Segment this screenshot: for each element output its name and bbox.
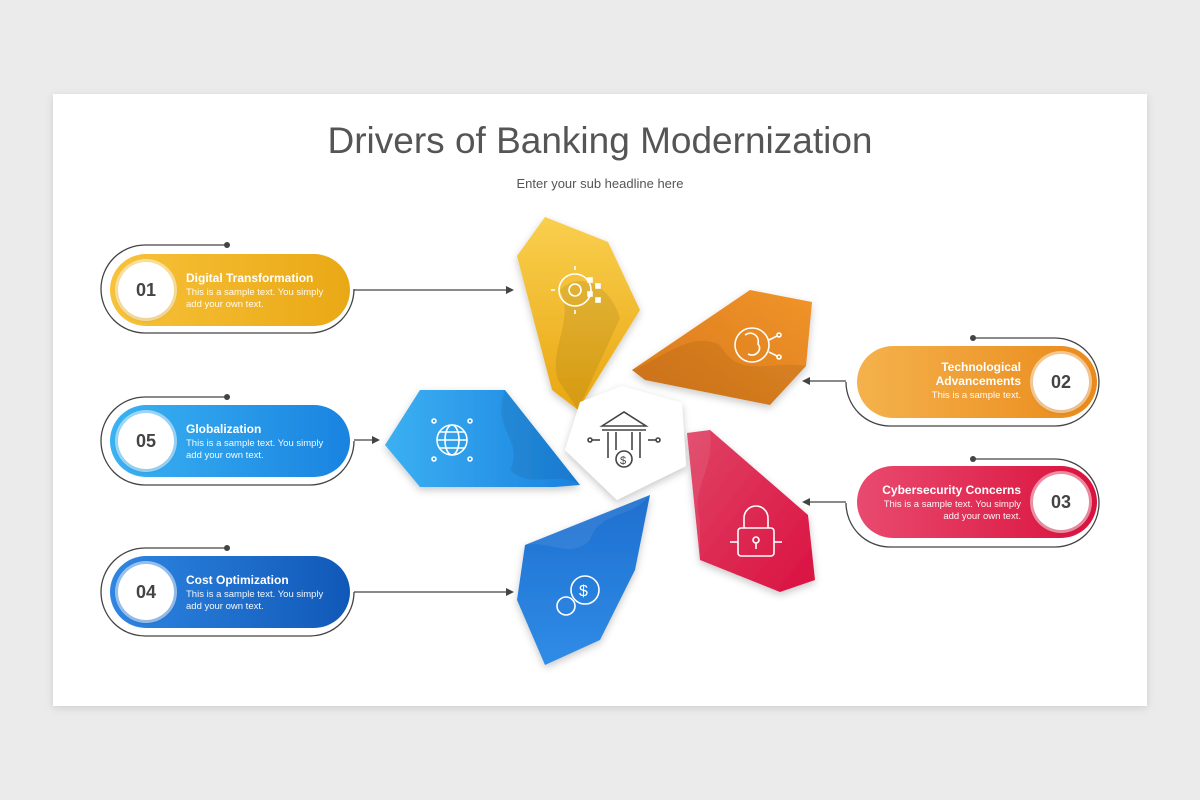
driver-card-05[interactable]: 05 Globalization This is a sample text. … [110,405,350,477]
card-heading: Cybersecurity Concerns [882,483,1021,497]
page-title: Drivers of Banking Modernization [327,120,873,161]
card-number: 05 [118,413,174,469]
dollar-gear-icon: $ [556,575,600,616]
gear-circuit-icon [551,266,601,314]
arrow-heads [372,286,810,596]
bank-icon: $ [587,411,661,468]
card-heading: Digital Transformation [186,271,314,285]
card-number: 04 [118,564,174,620]
connector-dot [970,335,976,341]
arrow-head [802,498,810,506]
driver-card-02[interactable]: 02 Technological Advancements This is a … [857,346,1097,418]
petal-04 [517,495,650,665]
petal-03 [687,430,815,592]
connector-dot [224,394,230,400]
arrow-head [506,588,514,596]
card-text: This is a sample text. You simply add yo… [186,589,324,612]
connector-dot [224,545,230,551]
page-subtitle: Enter your sub headline here [516,176,684,191]
card-text: This is a sample text. You simply add yo… [883,499,1021,522]
connector-dots [224,242,976,551]
card-heading: Technological Advancements [935,360,1021,388]
center-pentagon [565,386,686,500]
card-text: This is a sample text. You simply add yo… [186,438,324,461]
card-outlines [100,244,1100,637]
svg-text:$: $ [620,455,626,467]
arrow-head [372,436,380,444]
card-number: 01 [118,262,174,318]
padlock-icon [730,505,782,557]
driver-card-04[interactable]: 04 Cost Optimization This is a sample te… [110,556,350,628]
card-number: 02 [1033,354,1089,410]
globe-network-icon [431,418,473,462]
card-text: This is a sample text. You simply add yo… [186,287,324,310]
svg-text:$: $ [579,583,588,600]
connector-dot [224,242,230,248]
driver-card-03[interactable]: 03 Cybersecurity Concerns This is a samp… [857,466,1097,538]
card-number: 03 [1033,474,1089,530]
arrow-head [506,286,514,294]
card-heading: Globalization [186,422,262,436]
card-text: This is a sample text. [931,390,1021,401]
arrow-head [802,377,810,385]
driver-card-01[interactable]: 01 Digital Transformation This is a samp… [110,254,350,326]
card-heading: Cost Optimization [186,573,289,587]
connector-dot [970,456,976,462]
brain-circuit-icon [734,327,782,363]
